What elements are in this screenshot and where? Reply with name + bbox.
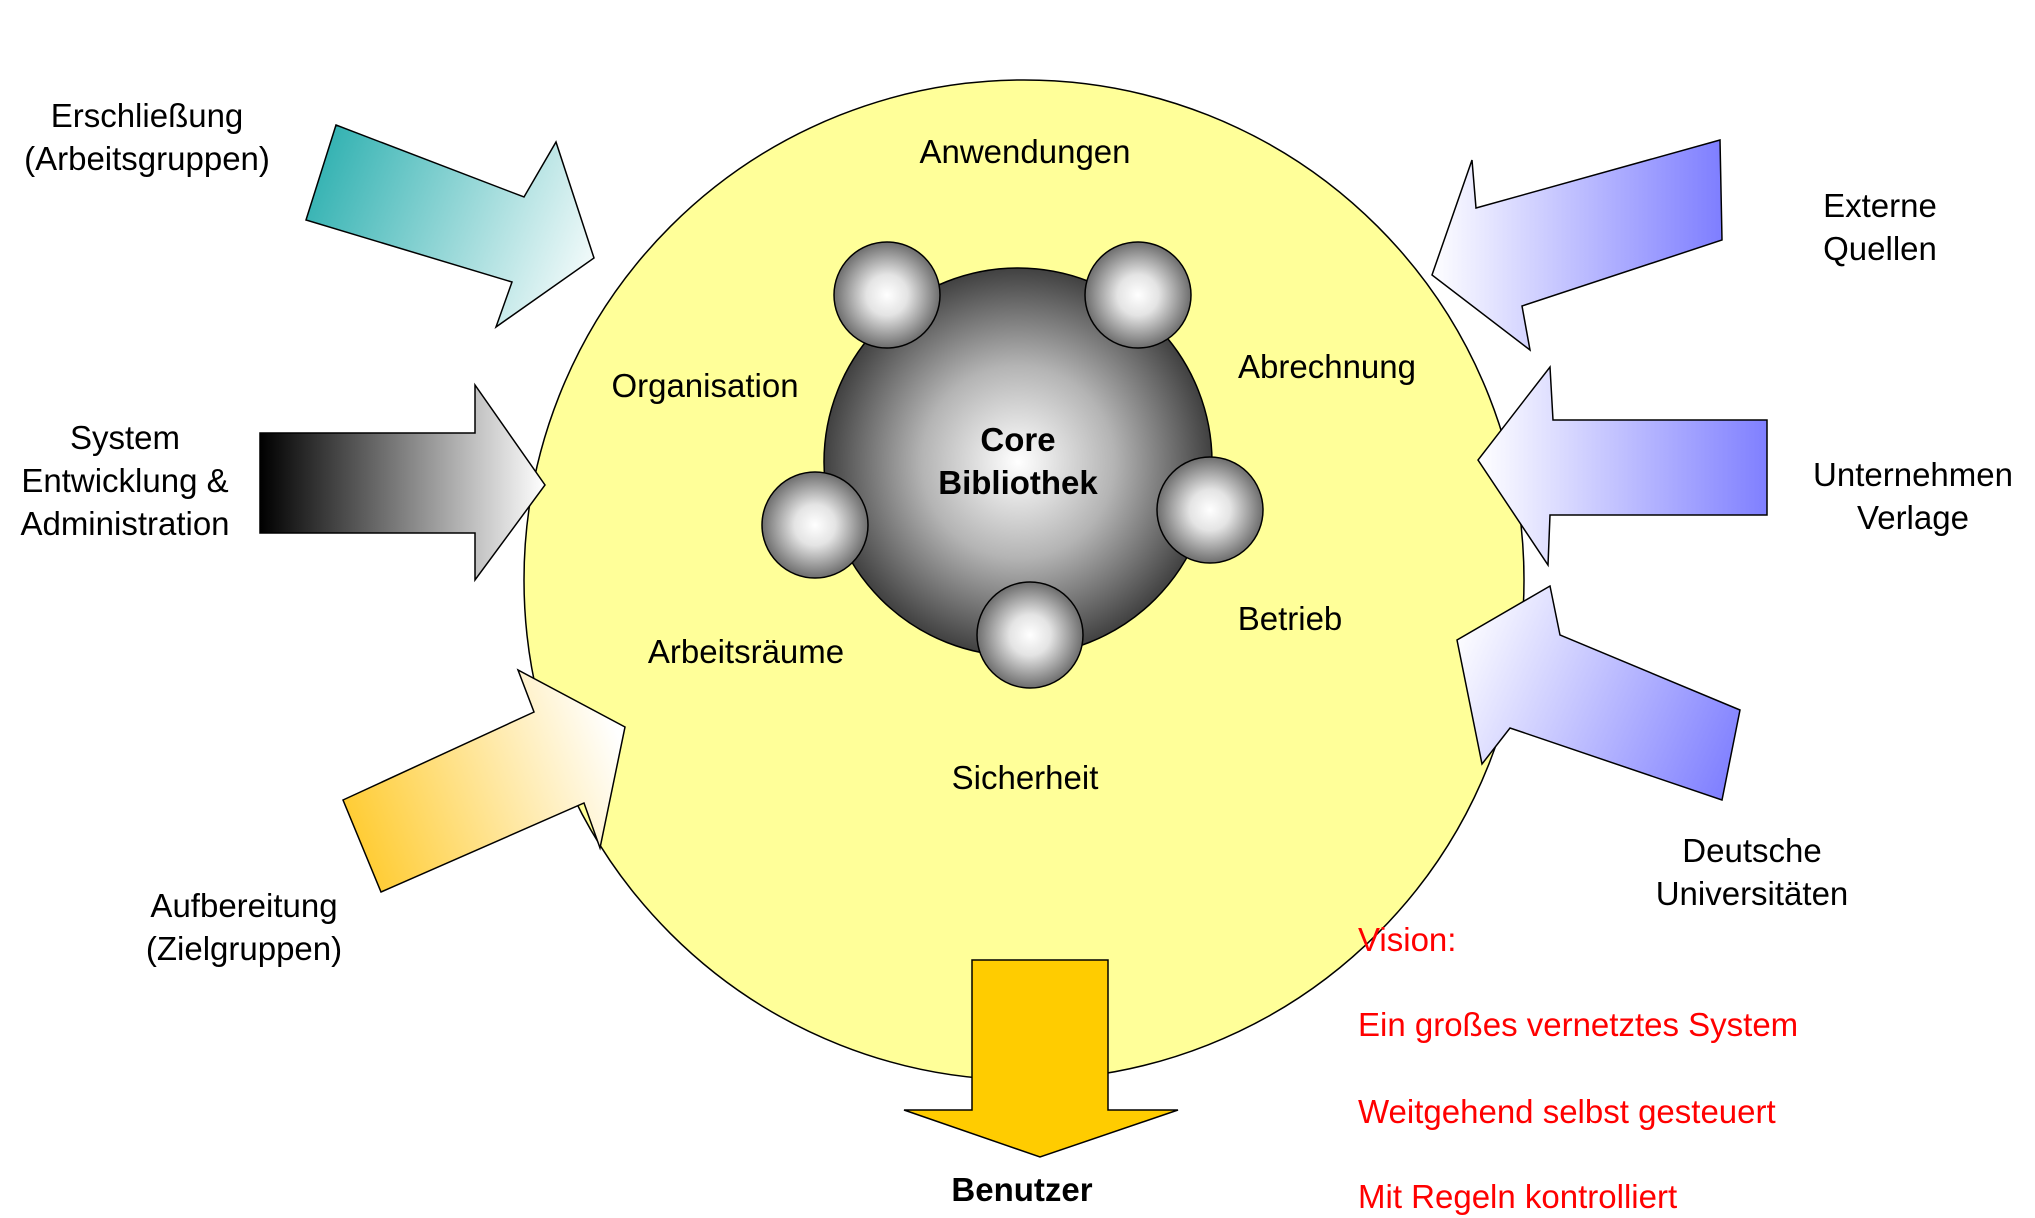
betrieb-label: Betrieb — [1237, 600, 1343, 637]
externe-quellen-label: Externe Quellen — [1823, 187, 1937, 267]
sicherheit-label: Sicherheit — [951, 759, 1099, 796]
aufbereitung-arrow — [342, 668, 626, 893]
deutsche-universitaeten-label: Deutsche Universitäten — [1655, 832, 1849, 912]
aufbereitung-label: Aufbereitung (Zielgruppen) — [145, 887, 343, 967]
unternehmen-verlage-label: Unternehmen Verlage — [1813, 456, 2013, 536]
externe-quellen-arrow — [1431, 139, 1723, 352]
vision-line-2: Weitgehend selbst gesteuert — [1358, 1093, 1776, 1130]
abrechnung-label: Abrechnung — [1238, 348, 1416, 385]
benutzer-label: Benutzer — [951, 1171, 1093, 1208]
system-entwicklung-arrow — [259, 382, 546, 583]
satellite-sphere-top-right — [1084, 241, 1192, 349]
vision-line-1: Ein großes vernetztes System — [1358, 1006, 1799, 1043]
erschliessung-arrow — [305, 124, 595, 329]
satellite-sphere-left — [761, 471, 869, 579]
benutzer-arrow — [903, 959, 1179, 1158]
anwendungen-label: Anwendungen — [919, 133, 1131, 170]
core-bibliothek-label: Core Bibliothek — [938, 421, 1098, 501]
unternehmen-verlage-arrow — [1477, 364, 1768, 568]
vision-line-3: Mit Regeln kontrolliert — [1358, 1178, 1678, 1215]
organisation-label: Organisation — [611, 367, 799, 404]
satellite-sphere-right — [1156, 456, 1264, 564]
system-entwicklung-label: System Entwicklung & Administration — [20, 419, 230, 542]
satellite-sphere-bottom — [976, 581, 1084, 689]
deutsche-universitaeten-arrow — [1456, 584, 1741, 801]
arbeitsraeume-label: Arbeitsräume — [647, 633, 845, 670]
satellite-sphere-top-left — [833, 241, 941, 349]
vision-title: Vision: — [1358, 921, 1457, 958]
erschliessung-label: Erschließung (Arbeitsgruppen) — [24, 97, 270, 177]
